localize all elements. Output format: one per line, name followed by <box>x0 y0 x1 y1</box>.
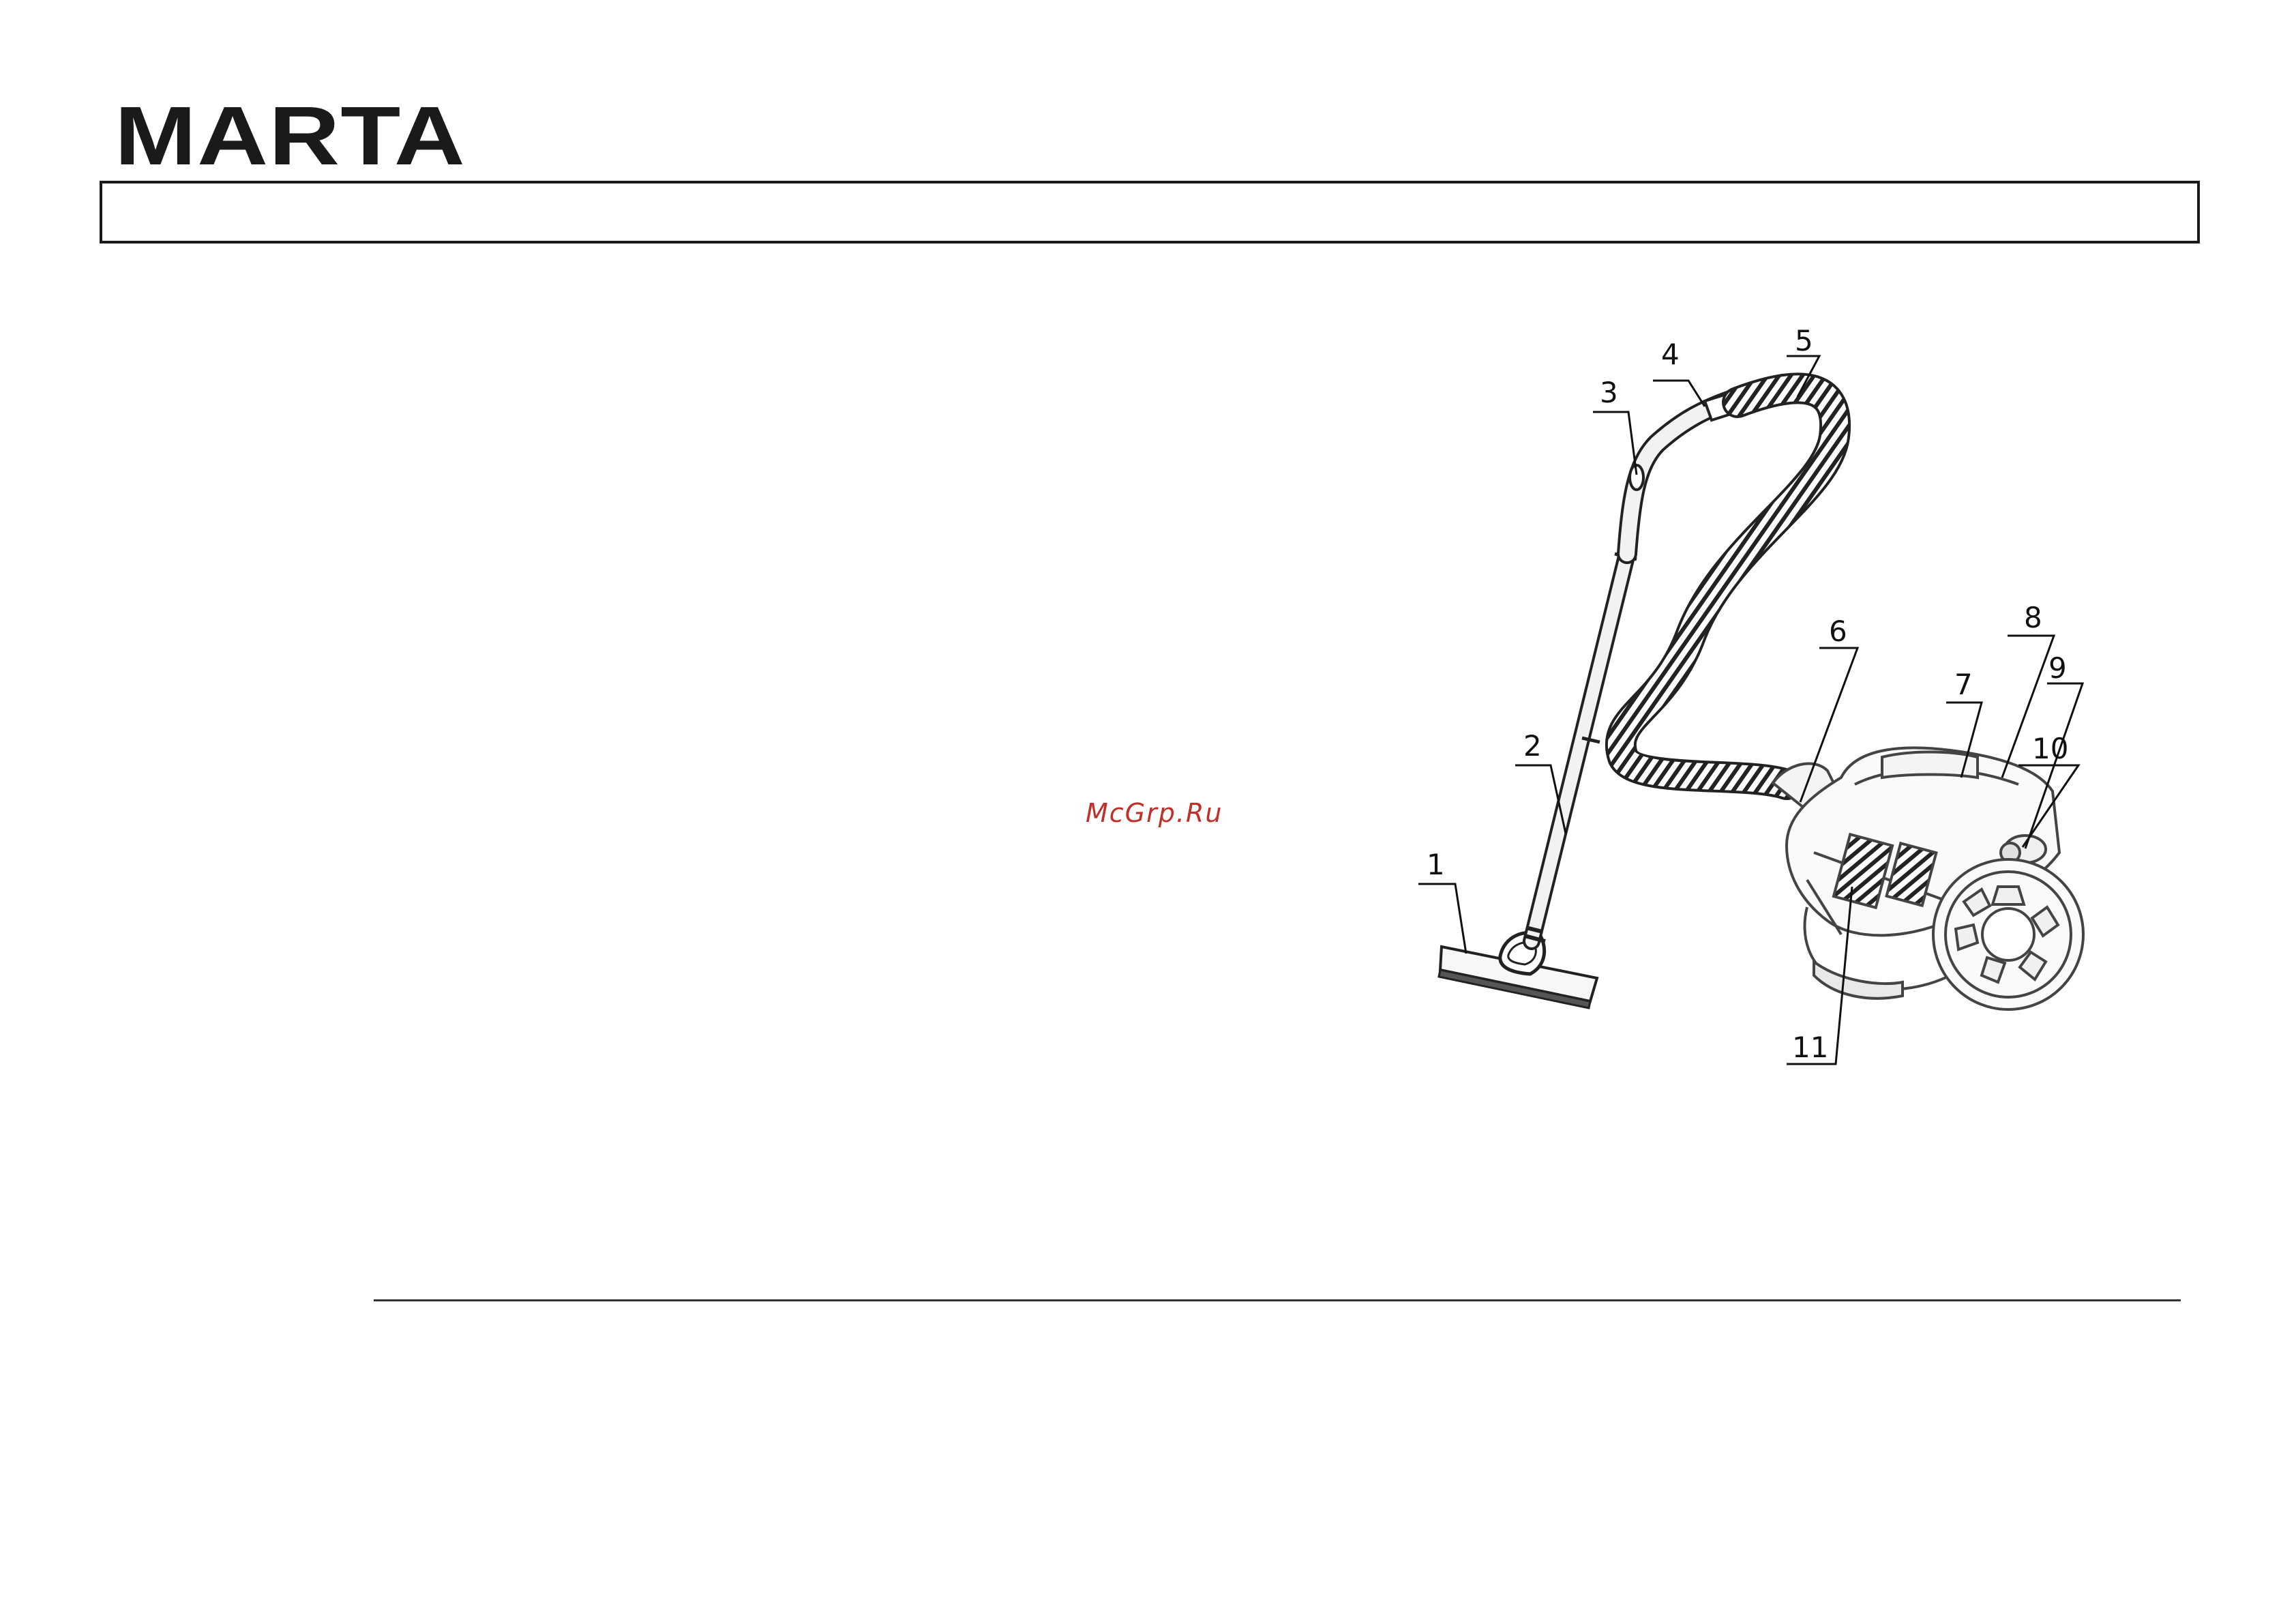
callout-9: 9 <box>2048 651 2067 685</box>
callout-8: 8 <box>2024 601 2042 634</box>
callout-6: 6 <box>1829 615 1847 648</box>
callout-10: 10 <box>2032 732 2068 765</box>
callout-3: 3 <box>1600 376 1618 409</box>
callout-1: 1 <box>1427 848 1445 881</box>
callout-2: 2 <box>1523 729 1542 763</box>
callout-4: 4 <box>1661 338 1680 371</box>
callout-11: 11 <box>1792 1031 1828 1064</box>
callout-5: 5 <box>1795 324 1813 357</box>
hose-handle <box>1627 393 1738 554</box>
rear-wheel <box>1933 859 2083 1009</box>
floor-nozzle <box>1439 932 1597 1008</box>
callout-7: 7 <box>1954 668 1973 701</box>
